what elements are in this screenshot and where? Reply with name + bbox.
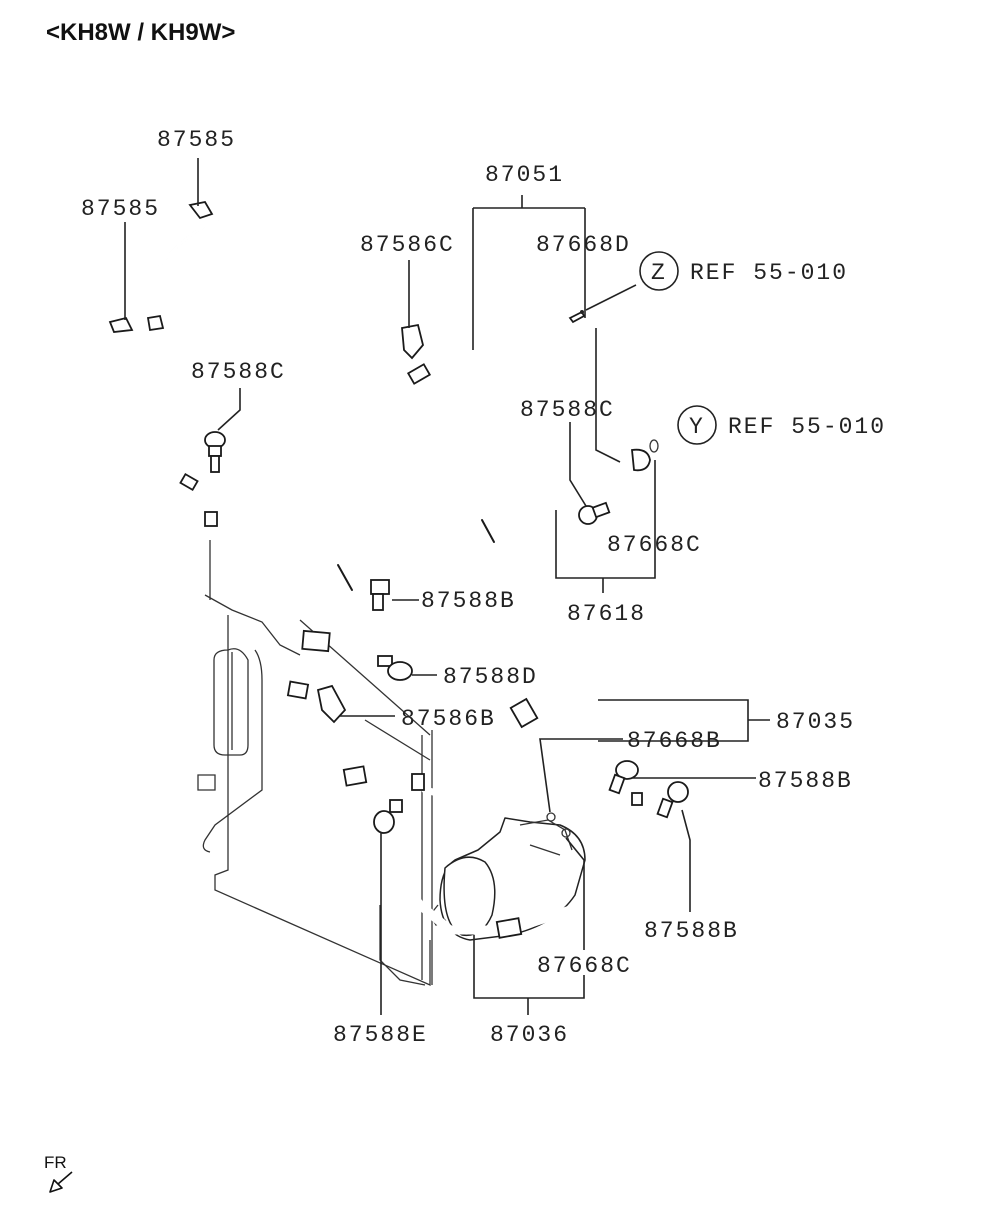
- bolt-icon: [578, 501, 611, 525]
- label-87035: 87035: [776, 709, 855, 735]
- ref-y-letter: Y: [689, 414, 705, 440]
- front-indicator: FR: [44, 1153, 73, 1193]
- clip-icon: [316, 684, 347, 724]
- label-87588b-upper: 87588B: [421, 588, 516, 614]
- clip-icon: [108, 316, 134, 333]
- label-87585-top: 87585: [157, 127, 236, 153]
- ref-z-circle: [639, 251, 679, 291]
- hose-87036: [286, 680, 650, 939]
- front-arrow-icon: [49, 1171, 73, 1193]
- label-87585-left: 87585: [81, 196, 160, 222]
- compressor-outline: [429, 817, 586, 941]
- label-87586c: 87586C: [360, 232, 455, 258]
- ref-y-circle: [677, 405, 717, 445]
- o-ring-icon: [561, 828, 571, 838]
- label-87668d: 87668D: [536, 232, 631, 258]
- fasteners: [108, 200, 689, 838]
- label-87036: 87036: [490, 1022, 569, 1048]
- bolt-icon: [204, 431, 226, 473]
- label-87588e: 87588E: [333, 1022, 428, 1048]
- liquid-pipe-87051: [133, 209, 586, 524]
- model-title: <KH8W / KH9W>: [46, 19, 235, 46]
- bolt-icon: [608, 760, 639, 795]
- ref-z-letter: Z: [651, 260, 667, 286]
- label-87668b: 87668B: [627, 728, 722, 754]
- o-ring-icon: [649, 439, 659, 453]
- bolt-icon: [656, 781, 689, 819]
- bolt-icon: [377, 655, 413, 681]
- label-87588c-right: 87588C: [520, 397, 615, 423]
- label-87668c-upper: 87668C: [607, 532, 702, 558]
- fr-label: FR: [44, 1153, 67, 1172]
- label-87588d: 87588D: [443, 664, 538, 690]
- hose-87035: [414, 691, 605, 810]
- label-87668c-lower: 87668C: [537, 953, 632, 979]
- part-labels: 87585 87585 87051 87586C 87668D Z REF 55…: [81, 127, 886, 1048]
- label-87588b-lower: 87588B: [644, 918, 739, 944]
- ref-y-text: REF 55-010: [728, 414, 886, 440]
- o-ring-icon: [546, 812, 556, 822]
- clip-icon: [401, 323, 424, 360]
- ref-z-text: REF 55-010: [690, 260, 848, 286]
- label-87586b: 87586B: [401, 706, 496, 732]
- clip-icon: [188, 200, 214, 220]
- label-87051: 87051: [485, 162, 564, 188]
- label-87588c-left: 87588C: [191, 359, 286, 385]
- condenser-outline: [197, 540, 433, 986]
- bolt-icon: [373, 799, 403, 834]
- suction-hose-87618: [301, 448, 651, 661]
- label-87588b-mid: 87588B: [758, 768, 853, 794]
- bolt-icon: [370, 579, 390, 611]
- leader-lines: [124, 158, 770, 1015]
- label-87618: 87618: [567, 601, 646, 627]
